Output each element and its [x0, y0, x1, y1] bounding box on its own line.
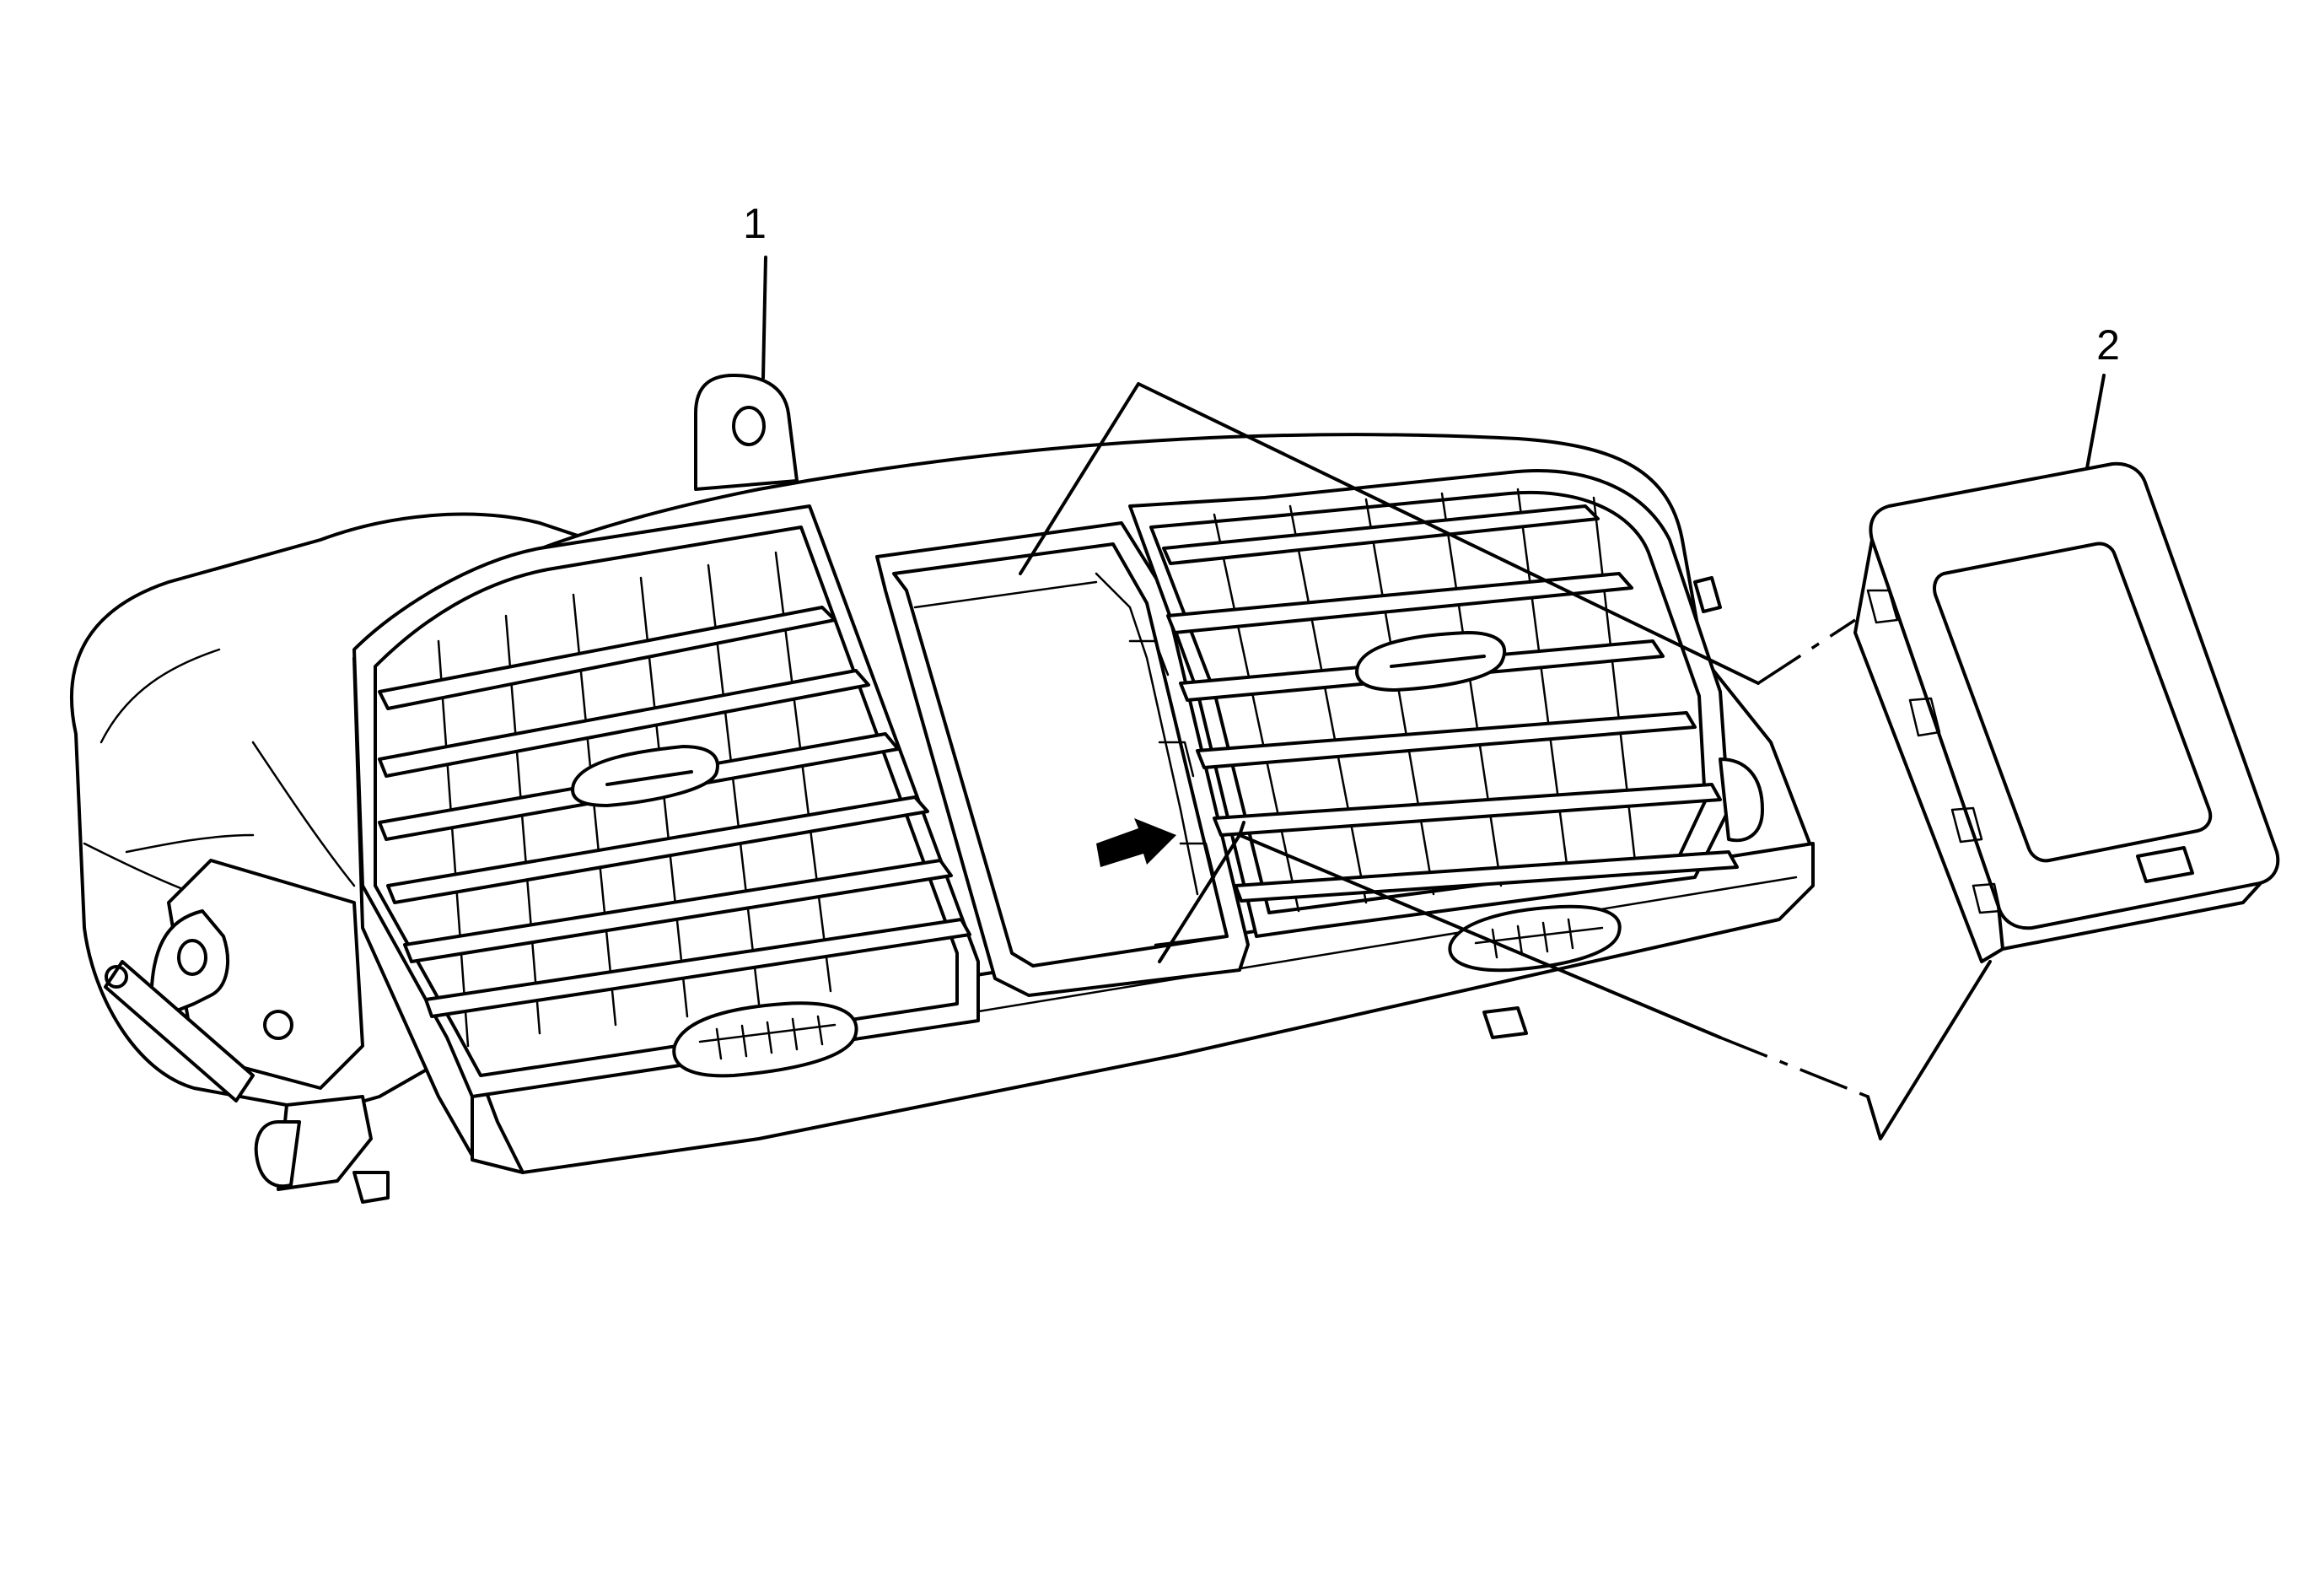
leader-lines: [761, 256, 2106, 1140]
callout-1: 1: [743, 200, 767, 247]
air-outlet-assembly: [69, 374, 1815, 1204]
callout-2: 2: [2096, 321, 2120, 369]
display-module: [1853, 461, 2280, 963]
arrow-icon: [1096, 818, 1176, 867]
